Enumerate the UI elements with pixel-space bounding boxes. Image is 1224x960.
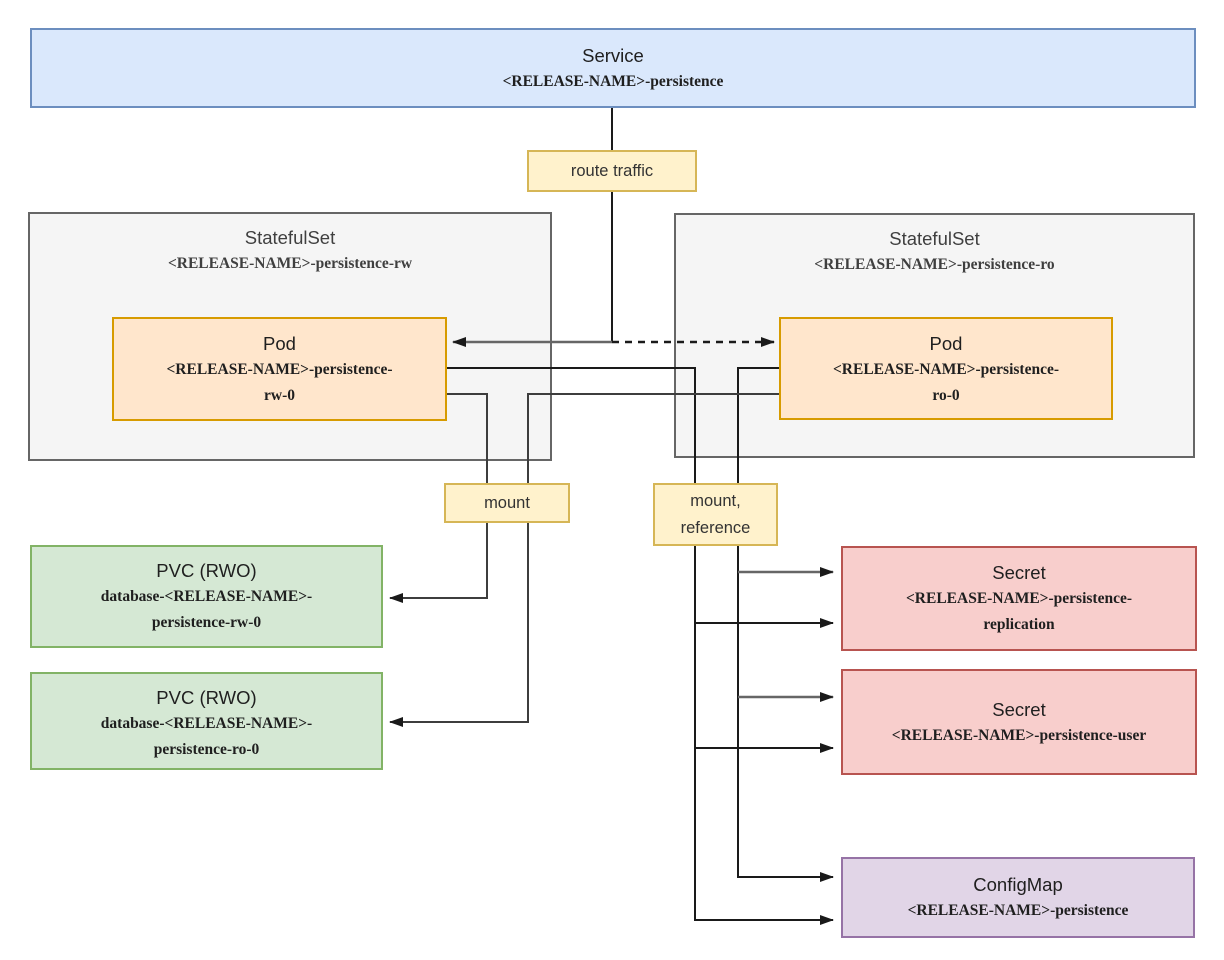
pvc-ro-name-line1: database-<RELEASE-NAME>- xyxy=(100,715,313,732)
pvc-rw-name-line2: persistence-rw-0 xyxy=(151,614,262,631)
service-title: Service xyxy=(582,45,644,66)
configmap-node: ConfigMap <RELEASE-NAME>-persistence xyxy=(841,857,1195,938)
pvc-ro-node: PVC (RWO) database-<RELEASE-NAME>- persi… xyxy=(30,672,383,770)
statefulset-rw-title: StatefulSet xyxy=(244,227,336,248)
pod-ro-name-line2: ro-0 xyxy=(932,387,960,404)
configmap-name: <RELEASE-NAME>-persistence xyxy=(907,902,1129,919)
statefulset-ro-title: StatefulSet xyxy=(889,228,980,249)
secret-user-node: Secret <RELEASE-NAME>-persistence-user xyxy=(841,669,1197,775)
secret-replication-node: Secret <RELEASE-NAME>-persistence- repli… xyxy=(841,546,1197,651)
pod-ro-name-line1: <RELEASE-NAME>-persistence- xyxy=(832,361,1060,378)
pod-rw-name-line2: rw-0 xyxy=(264,387,295,404)
pod-ro-title: Pod xyxy=(929,333,963,354)
pvc-rw-title: PVC (RWO) xyxy=(156,560,257,581)
secret-replication-name-line2: replication xyxy=(983,616,1055,633)
mount-reference-label-line2: reference xyxy=(680,519,751,537)
service-name: <RELEASE-NAME>-persistence xyxy=(502,73,724,90)
mount-label-text: mount xyxy=(484,494,530,512)
secret-replication-title: Secret xyxy=(992,562,1046,583)
pvc-rw-node: PVC (RWO) database-<RELEASE-NAME>- persi… xyxy=(30,545,383,648)
secret-replication-name-line1: <RELEASE-NAME>-persistence- xyxy=(905,590,1133,607)
pod-rw-node: Pod <RELEASE-NAME>-persistence- rw-0 xyxy=(112,317,447,421)
pod-rw-name-line1: <RELEASE-NAME>-persistence- xyxy=(166,361,393,378)
edge-label-mount-reference: mount, reference xyxy=(653,483,778,546)
mount-reference-label-line1: mount, xyxy=(690,492,741,510)
edge-label-mount: mount xyxy=(444,483,570,523)
secret-user-name: <RELEASE-NAME>-persistence-user xyxy=(891,727,1147,744)
statefulset-ro-name: <RELEASE-NAME>-persistence-ro xyxy=(814,256,1055,273)
edge-label-route-traffic: route traffic xyxy=(527,150,697,192)
statefulset-rw-name: <RELEASE-NAME>-persistence-rw xyxy=(167,255,413,272)
route-traffic-label-text: route traffic xyxy=(570,162,654,180)
pvc-ro-name-line2: persistence-ro-0 xyxy=(153,741,260,758)
pvc-rw-name-line1: database-<RELEASE-NAME>- xyxy=(100,588,313,605)
pod-rw-title: Pod xyxy=(263,333,296,354)
pvc-ro-title: PVC (RWO) xyxy=(156,687,257,708)
configmap-title: ConfigMap xyxy=(973,874,1063,895)
secret-user-title: Secret xyxy=(992,699,1046,720)
pod-ro-node: Pod <RELEASE-NAME>-persistence- ro-0 xyxy=(779,317,1113,420)
service-node: Service <RELEASE-NAME>-persistence xyxy=(30,28,1196,108)
